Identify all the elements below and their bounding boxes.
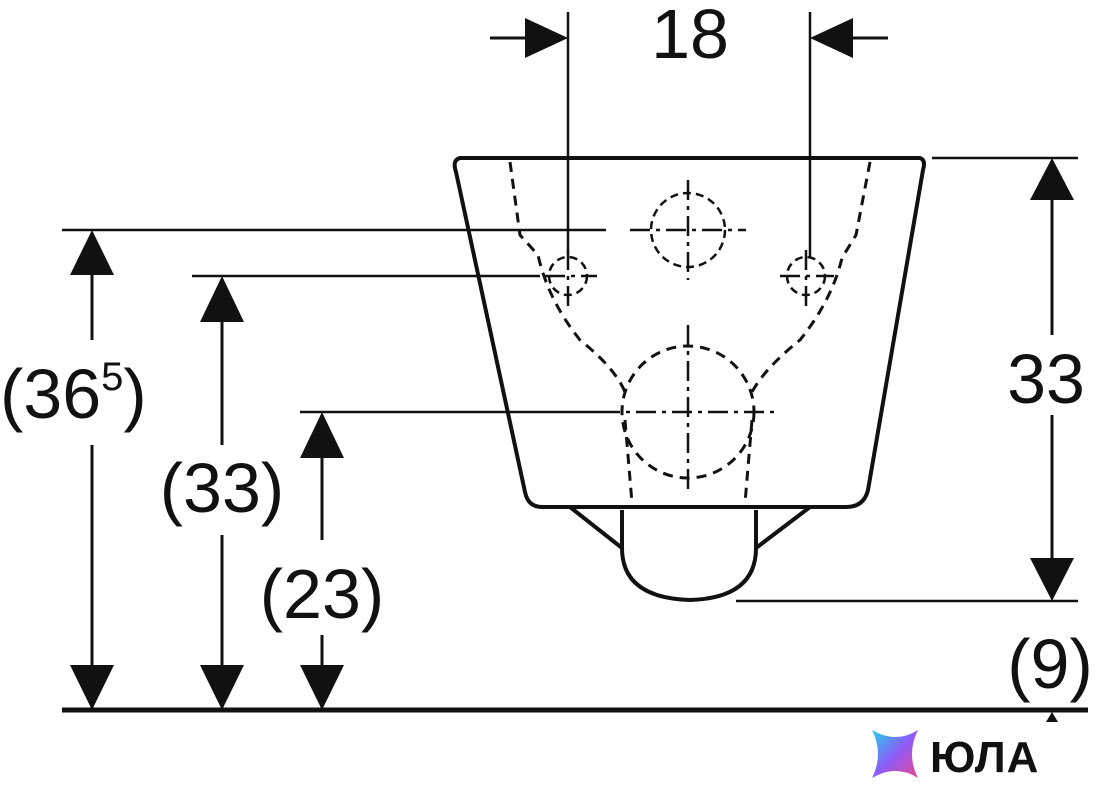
outer-height-dimension xyxy=(70,230,114,710)
right-label-mask xyxy=(1000,335,1100,415)
bottom-offset-label: (9) xyxy=(1007,625,1093,703)
logo-text: ЮЛА xyxy=(930,733,1039,782)
hidden-contour xyxy=(508,161,872,504)
middle-height-dimension xyxy=(200,276,244,710)
logo-star-icon xyxy=(872,730,918,778)
inner-height-dimension xyxy=(300,412,344,710)
toilet-outline xyxy=(452,156,926,602)
extension-lines xyxy=(62,12,1078,603)
middle-height-label: (33) xyxy=(160,449,284,527)
center-marks xyxy=(545,180,834,495)
outer-height-label: (365) xyxy=(0,355,147,433)
width-dimension xyxy=(490,18,888,58)
width-label: 18 xyxy=(651,0,729,73)
logo: ЮЛА xyxy=(872,730,1039,782)
bottom-offset-dimension xyxy=(1046,712,1058,722)
inner-height-label: (23) xyxy=(260,555,384,633)
right-height-label: 33 xyxy=(1007,340,1085,418)
